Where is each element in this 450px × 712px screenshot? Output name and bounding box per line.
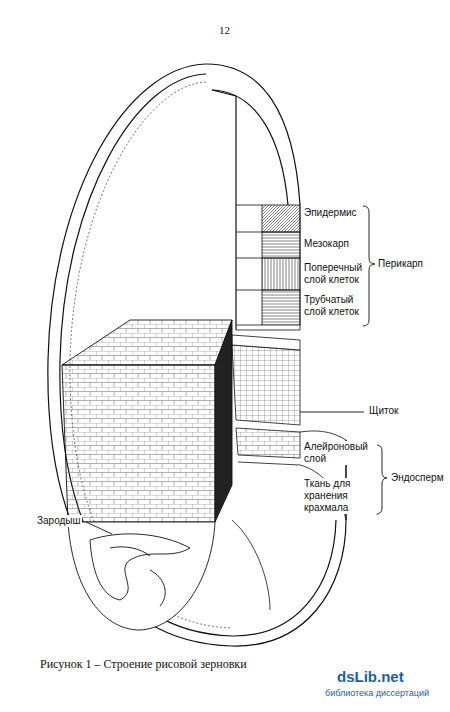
grain-outline (48, 64, 346, 646)
part-name: Алейроновый слой (303, 441, 377, 465)
endosperm-cut (232, 520, 270, 610)
leader-lines (86, 522, 112, 534)
grain-outline (60, 74, 336, 636)
pericarp-layers (262, 258, 300, 290)
embryo (110, 547, 165, 606)
leader-lines (300, 412, 364, 413)
figure-caption: Рисунок 1 – Строение рисовой зерновки (40, 657, 247, 672)
endosperm-cut (236, 428, 300, 458)
part-name: Щиток (368, 405, 399, 417)
scutellum-band (232, 345, 300, 425)
part-name: Поперечный слой клеток (303, 262, 367, 286)
scutellum-band (232, 335, 300, 350)
leader-lines (86, 206, 387, 534)
leader-lines (376, 445, 387, 514)
watermark: dsLib.net (336, 668, 405, 686)
pericarp-layers (262, 232, 300, 258)
grain-outline (212, 90, 288, 205)
embryo (68, 522, 215, 630)
endosperm-block (62, 320, 232, 365)
endosperm-block (215, 320, 232, 522)
group-name: Перикарп (377, 258, 424, 270)
endosperm-block (62, 365, 215, 522)
grain-outline (235, 96, 236, 330)
grain-outline (48, 64, 346, 646)
grain-outline (206, 64, 300, 205)
grain-outline (212, 90, 236, 96)
pericarp-layers (262, 205, 300, 232)
part-name: Мезокарп (303, 238, 350, 250)
pericarp-layers (262, 290, 300, 325)
embryo (68, 522, 215, 630)
part-name: Ткань для хранения крахмала (303, 478, 377, 514)
pericarp-layers (236, 205, 300, 330)
part-name: Эпидермис (303, 207, 358, 219)
embryo (90, 534, 190, 600)
group-name: Эндосперм (390, 472, 445, 484)
part-name: Зародыш (36, 515, 82, 527)
page-number: 12 (218, 24, 231, 37)
watermark: библиотека диссертаций (324, 688, 430, 699)
scutellum-band (232, 335, 300, 425)
pericarp-layers (236, 205, 300, 330)
endosperm-block (62, 320, 232, 522)
part-name: Трубчатый слой клеток (303, 294, 367, 318)
pericarp-layers (236, 205, 262, 325)
